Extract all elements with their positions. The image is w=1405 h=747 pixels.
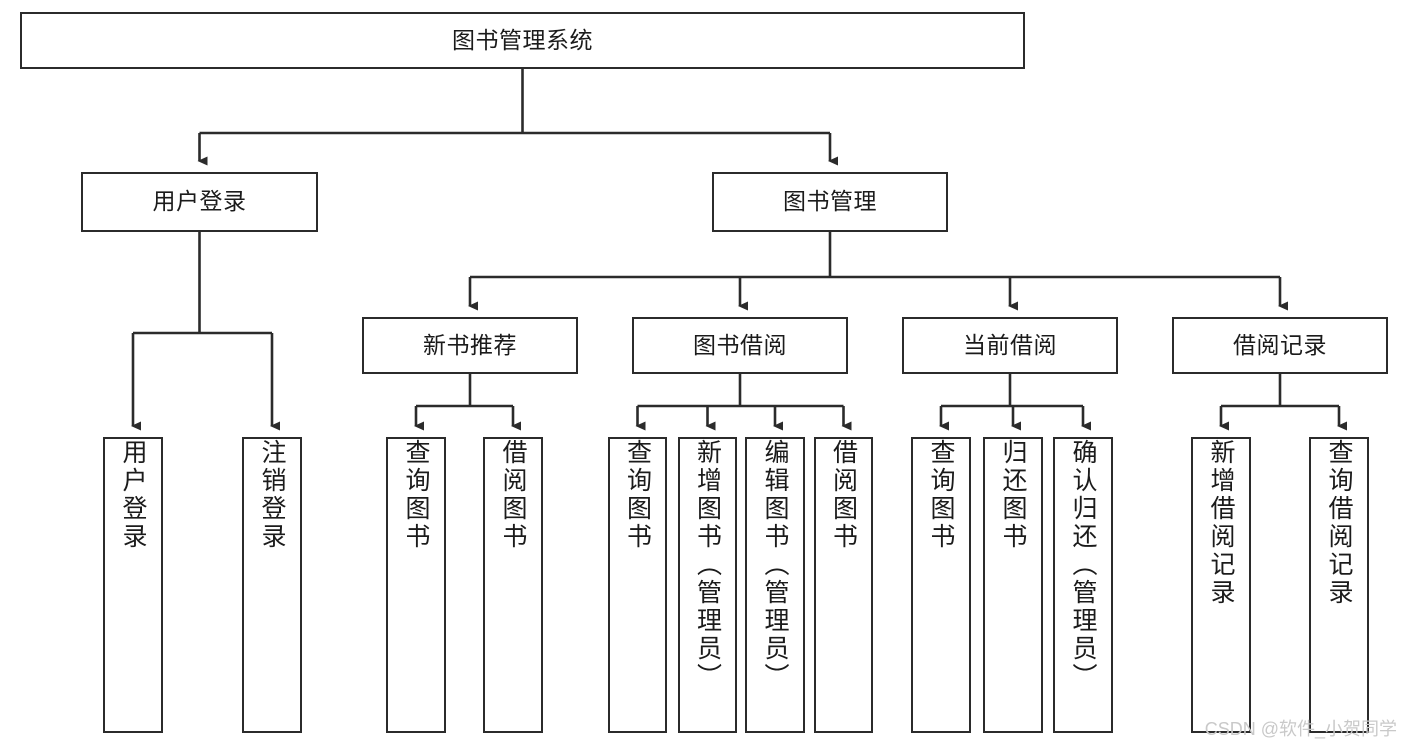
node-leaf-borrow-book: 借阅图书 bbox=[483, 437, 543, 733]
node-l2-borrow-record: 借阅记录 bbox=[1172, 317, 1388, 374]
node-leaf-borrow-book: 借阅图书 bbox=[814, 437, 873, 733]
node-l2-new-book-recommend: 新书推荐 bbox=[362, 317, 578, 374]
node-label: 确认归还（管理员） bbox=[1069, 439, 1097, 691]
node-leaf-add-book-admin: 新增图书（管理员） bbox=[678, 437, 737, 733]
node-label: 用户登录 bbox=[119, 439, 147, 551]
node-leaf-query-book: 查询图书 bbox=[608, 437, 667, 733]
node-label: 图书管理系统 bbox=[452, 26, 593, 53]
node-leaf-edit-book-admin: 编辑图书（管理员） bbox=[745, 437, 805, 733]
node-leaf-user-login: 用户登录 bbox=[103, 437, 163, 733]
node-label: 编辑图书（管理员） bbox=[761, 439, 789, 691]
node-leaf-add-borrow-record: 新增借阅记录 bbox=[1191, 437, 1251, 733]
node-label: 借阅图书 bbox=[829, 439, 858, 551]
node-leaf-query-borrow-record: 查询借阅记录 bbox=[1309, 437, 1369, 733]
node-leaf-query-book: 查询图书 bbox=[386, 437, 446, 733]
node-label: 用户登录 bbox=[152, 188, 247, 215]
node-label: 查询图书 bbox=[623, 439, 652, 551]
node-root-book-management-system: 图书管理系统 bbox=[20, 12, 1025, 69]
node-label: 借阅记录 bbox=[1233, 331, 1327, 358]
node-l2-current-borrow: 当前借阅 bbox=[902, 317, 1118, 374]
node-l2-book-borrow: 图书借阅 bbox=[632, 317, 848, 374]
node-leaf-logout: 注销登录 bbox=[242, 437, 302, 733]
node-label: 注销登录 bbox=[258, 439, 286, 551]
node-l1-book-management: 图书管理 bbox=[712, 172, 948, 232]
node-leaf-query-book: 查询图书 bbox=[911, 437, 971, 733]
node-label: 图书借阅 bbox=[693, 331, 787, 358]
node-label: 查询借阅记录 bbox=[1325, 439, 1353, 607]
node-leaf-return-book: 归还图书 bbox=[983, 437, 1043, 733]
node-label: 新增借阅记录 bbox=[1207, 439, 1235, 607]
node-label: 新增图书（管理员） bbox=[693, 439, 722, 691]
node-label: 新书推荐 bbox=[423, 331, 517, 358]
node-label: 当前借阅 bbox=[963, 331, 1057, 358]
node-label: 归还图书 bbox=[999, 439, 1027, 551]
node-label: 借阅图书 bbox=[499, 439, 527, 551]
node-leaf-confirm-return-admin: 确认归还（管理员） bbox=[1053, 437, 1113, 733]
node-l1-user-login: 用户登录 bbox=[81, 172, 318, 232]
node-label: 查询图书 bbox=[927, 439, 955, 551]
node-label: 查询图书 bbox=[402, 439, 430, 551]
node-label: 图书管理 bbox=[783, 188, 877, 215]
